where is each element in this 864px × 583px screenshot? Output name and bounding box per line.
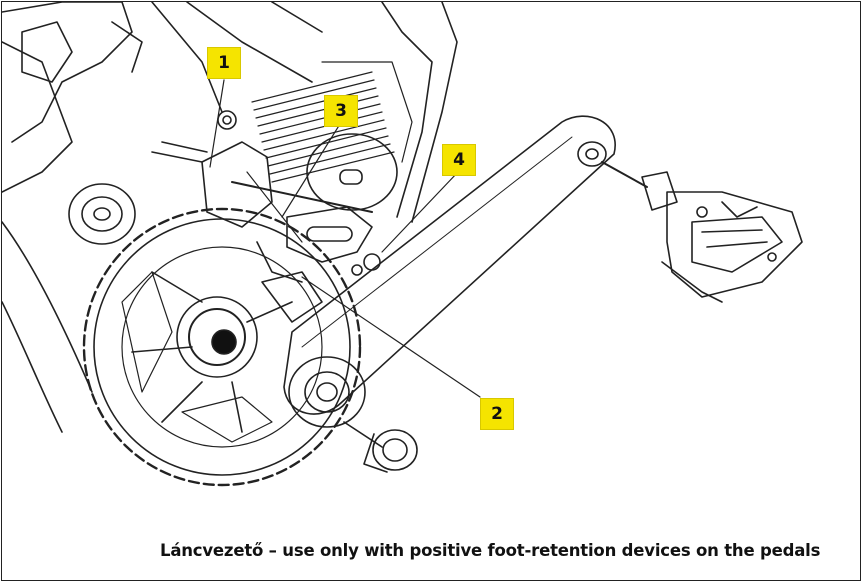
crank-bolt <box>343 421 418 473</box>
callout-4: 4 <box>442 144 476 176</box>
callout-2: 2 <box>480 398 514 430</box>
pedal <box>601 161 803 303</box>
chainring <box>82 207 362 487</box>
figure-caption: Láncvezető – use only with positive foot… <box>160 541 821 560</box>
motor-fins <box>251 61 413 183</box>
callout-1: 1 <box>207 47 241 79</box>
crank-arm <box>283 115 616 428</box>
frame-tubes <box>2 2 458 433</box>
spindle <box>176 296 258 378</box>
callout-3: 3 <box>324 95 358 127</box>
callout-leader-lines <box>209 79 481 398</box>
chain-guide <box>151 110 381 323</box>
